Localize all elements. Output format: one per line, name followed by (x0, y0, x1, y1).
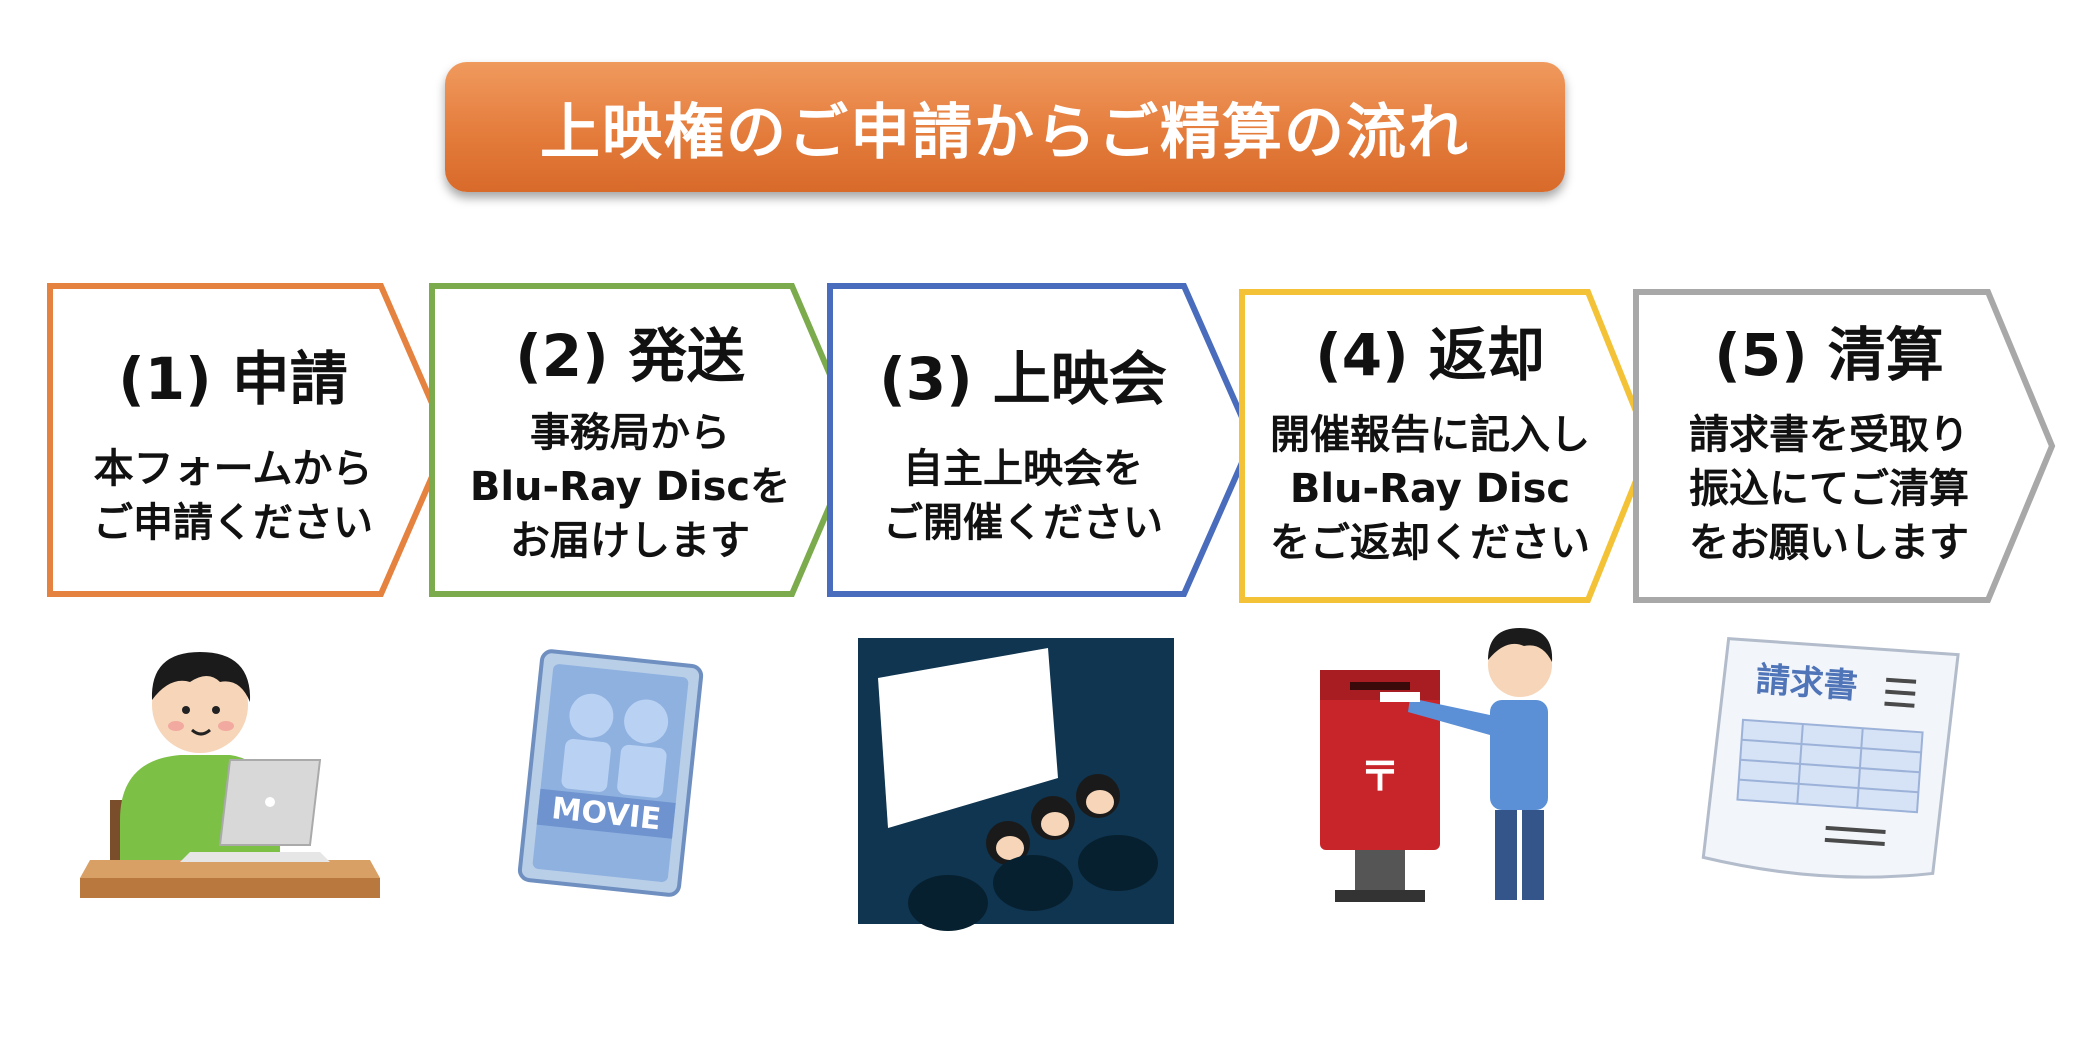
step-2-line-3: お届けします (510, 518, 750, 564)
step-5-description: 請求書を受取り 振込にてご清算 をお願いします (1634, 408, 2024, 570)
step-1-description: 本フォームから ご申請ください (48, 442, 418, 550)
page-title: 上映権のご申請からご精算の流れ (540, 97, 1470, 168)
step-1-arrow-shape (47, 283, 452, 597)
step-4-arrow-shape (1239, 289, 1654, 603)
step-5-title: (5) 清算 (1714, 321, 1944, 389)
step-4-title: (4) 返却 (1315, 321, 1545, 389)
step-4-line-2: Blu-Ray Disc (1289, 466, 1571, 512)
mailbox-return-icon: 〒 (1320, 628, 1553, 902)
step-1-apply: (1) 申請 本フォームから ご申請ください (47, 283, 508, 624)
step-5-arrow-shape (1633, 289, 2056, 603)
step-2-description: 事務局から Blu-Ray Discを お届けします (430, 406, 830, 568)
step-4-return: (4) 返却 開催報告に記入し Blu-Ray Disc をご返却ください (1239, 289, 1700, 630)
movie-disc-case-icon: MOVIE (517, 649, 704, 897)
step-4-description: 開催報告に記入し Blu-Ray Disc をご返却ください (1240, 408, 1620, 570)
step-1-line-1: 本フォームから (93, 446, 373, 492)
step-2-line-2: Blu-Ray Discを (469, 464, 791, 510)
step-5-settlement: (5) 清算 請求書を受取り 振込にてご清算 をお願いします (1633, 289, 2088, 630)
step-2-title: (2) 発送 (515, 322, 745, 390)
invoice-label: 請求書 (1754, 660, 1859, 707)
step-5-line-2: 振込にてご清算 (1689, 466, 1969, 512)
step-3-screening: (3) 上映会 自主上映会を ご開催ください (827, 283, 1288, 624)
step-3-description: 自主上映会を ご開催ください (828, 442, 1218, 550)
step-3-line-1: 自主上映会を (903, 446, 1143, 492)
step-4-line-3: をご返却ください (1270, 520, 1590, 566)
step-3-title: (3) 上映会 (879, 345, 1167, 413)
step-5-line-3: をお願いします (1689, 520, 1969, 566)
step-5-line-1: 請求書を受取り (1689, 412, 1969, 458)
movie-theater-icon (858, 638, 1174, 931)
step-1-title: (1) 申請 (118, 345, 348, 413)
page-title-banner: 上映権のご申請からご精算の流れ (445, 62, 1565, 192)
step-2-arrow-shape (429, 283, 862, 597)
step-3-line-2: ご開催ください (883, 500, 1163, 546)
person-at-laptop-icon (80, 652, 380, 898)
step-1-line-2: ご申請ください (93, 500, 373, 546)
step-2-ship: (2) 発送 事務局から Blu-Ray Discを お届けします (429, 283, 890, 624)
step-3-arrow-shape (827, 283, 1256, 597)
invoice-icon: 請求書 (1701, 637, 1960, 879)
postal-mark: 〒 (1360, 754, 1400, 800)
step-4-line-1: 開催報告に記入し (1270, 412, 1590, 458)
step-2-line-1: 事務局から (530, 410, 730, 456)
